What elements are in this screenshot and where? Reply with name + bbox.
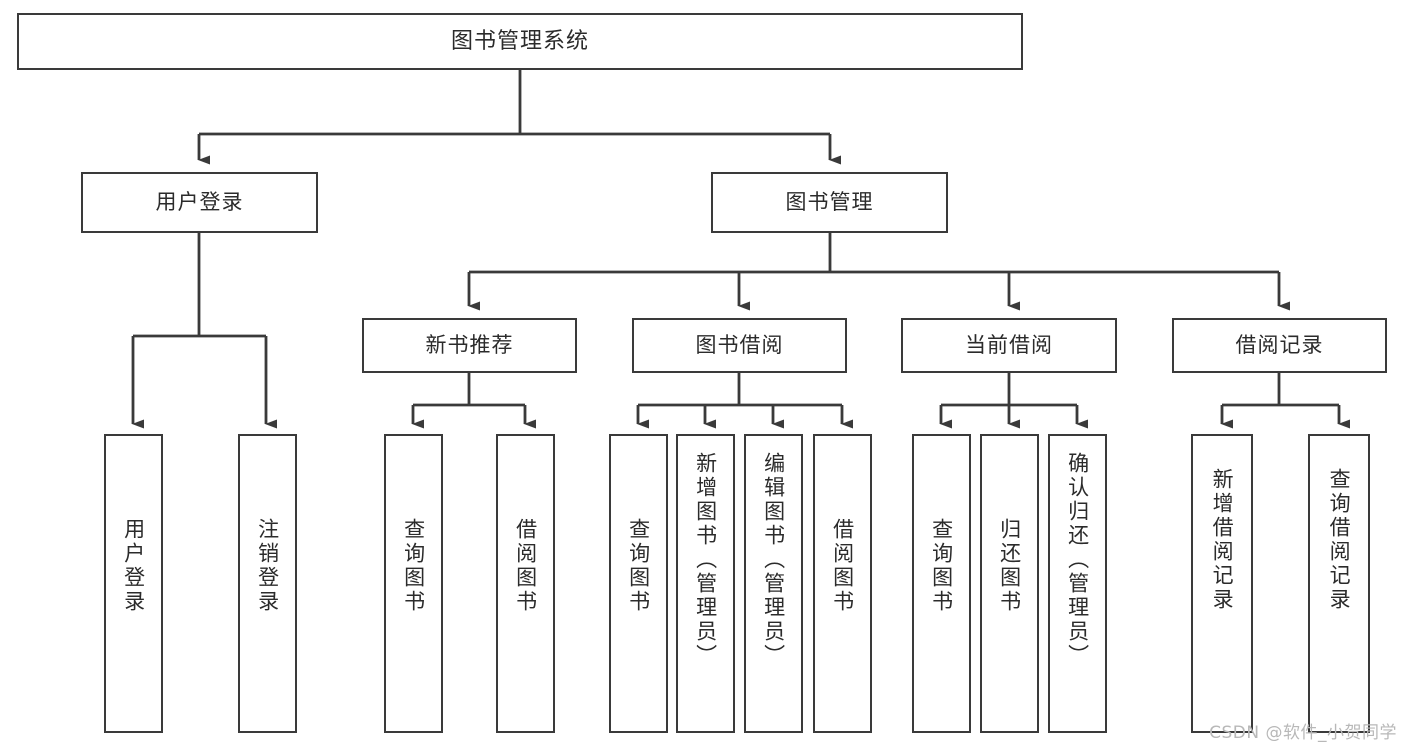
node-label: 查询图书 bbox=[401, 518, 426, 614]
node-borrow-record[interactable]: 借阅记录 bbox=[1172, 318, 1387, 373]
leaf-borrow-record-query[interactable]: 查询借阅记录 bbox=[1308, 434, 1370, 733]
node-label: 新书推荐 bbox=[425, 333, 514, 358]
node-label: 编辑图书（管理员） bbox=[761, 452, 786, 668]
node-label: 查询图书 bbox=[626, 518, 651, 614]
node-user-login[interactable]: 用户登录 bbox=[81, 172, 318, 233]
node-book-borrow[interactable]: 图书借阅 bbox=[632, 318, 847, 373]
leaf-user-login-signout[interactable]: 注销登录 bbox=[238, 434, 297, 733]
node-label: 借阅图书 bbox=[513, 518, 538, 614]
node-label: 图书管理 bbox=[785, 190, 874, 215]
node-label: 借阅图书 bbox=[830, 518, 855, 614]
leaf-book-borrow-edit[interactable]: 编辑图书（管理员） bbox=[744, 434, 803, 733]
leaf-book-borrow-add[interactable]: 新增图书（管理员） bbox=[676, 434, 735, 733]
leaf-new-book-borrow[interactable]: 借阅图书 bbox=[496, 434, 555, 733]
node-label: 查询借阅记录 bbox=[1327, 468, 1352, 612]
node-label: 借阅记录 bbox=[1235, 333, 1324, 358]
node-label: 新增借阅记录 bbox=[1210, 468, 1235, 612]
node-label: 当前借阅 bbox=[965, 333, 1053, 358]
leaf-user-login-signin[interactable]: 用户登录 bbox=[104, 434, 163, 733]
leaf-book-borrow-query[interactable]: 查询图书 bbox=[609, 434, 668, 733]
leaf-book-borrow-lend[interactable]: 借阅图书 bbox=[813, 434, 872, 733]
node-current-borrow[interactable]: 当前借阅 bbox=[901, 318, 1117, 373]
leaf-current-borrow-return[interactable]: 归还图书 bbox=[980, 434, 1039, 733]
node-label: 归还图书 bbox=[997, 518, 1022, 614]
node-label: 新增图书（管理员） bbox=[693, 452, 718, 668]
node-label: 用户登录 bbox=[155, 190, 244, 215]
leaf-borrow-record-add[interactable]: 新增借阅记录 bbox=[1191, 434, 1253, 733]
leaf-current-borrow-query[interactable]: 查询图书 bbox=[912, 434, 971, 733]
leaf-current-borrow-confirm-return[interactable]: 确认归还（管理员） bbox=[1048, 434, 1107, 733]
node-book-management[interactable]: 图书管理 bbox=[711, 172, 948, 233]
csdn-watermark: CSDN @软件_小贺同学 bbox=[1209, 723, 1397, 743]
node-new-book-recommend[interactable]: 新书推荐 bbox=[362, 318, 577, 373]
node-label: 图书借阅 bbox=[695, 333, 784, 358]
node-label: 查询图书 bbox=[929, 518, 954, 614]
node-label: 注销登录 bbox=[255, 518, 280, 614]
node-label: 确认归还（管理员） bbox=[1065, 452, 1090, 668]
node-root-system[interactable]: 图书管理系统 bbox=[17, 13, 1023, 70]
node-label: 图书管理系统 bbox=[450, 28, 589, 54]
node-label: 用户登录 bbox=[121, 518, 146, 614]
leaf-new-book-query[interactable]: 查询图书 bbox=[384, 434, 443, 733]
